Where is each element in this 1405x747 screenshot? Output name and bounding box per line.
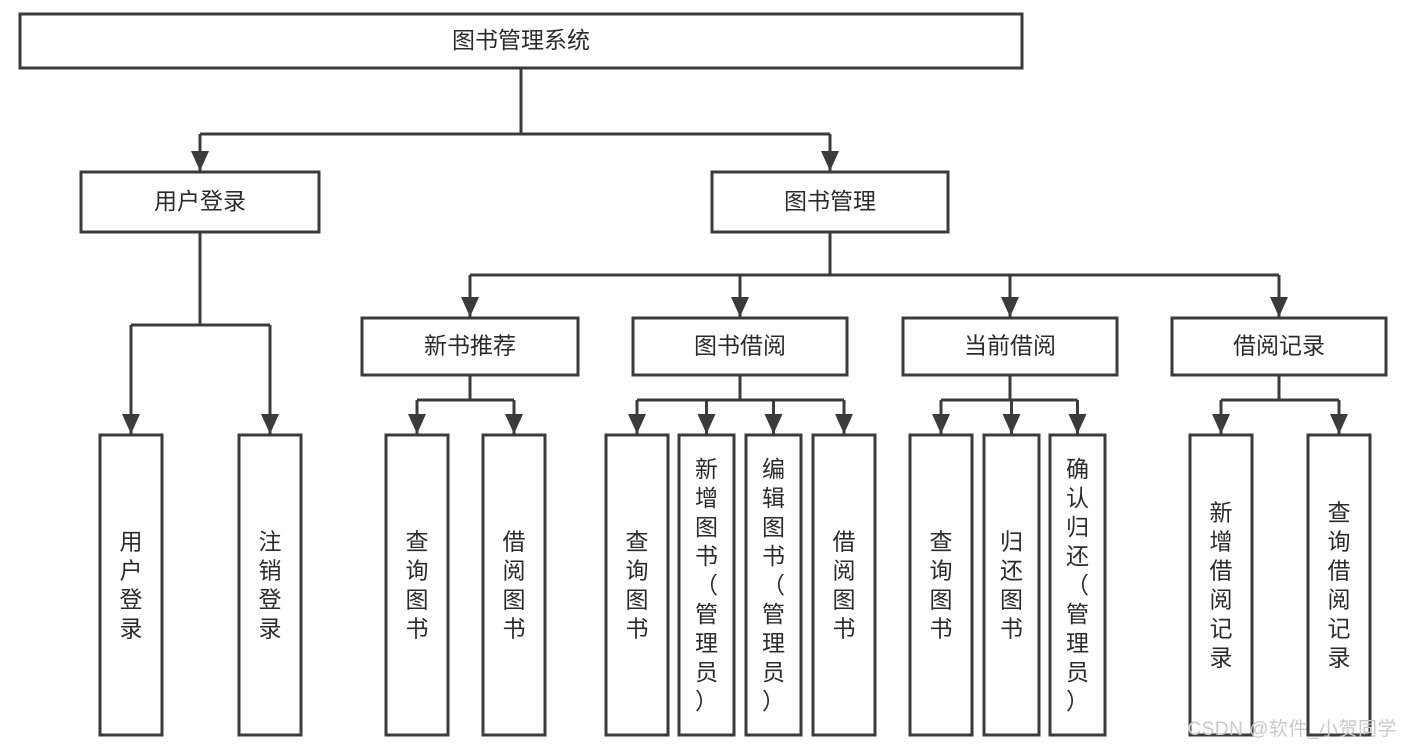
- node-borrow-record-label: 借阅记录: [1233, 333, 1325, 359]
- node-current-borrow-label: 当前借阅: [964, 333, 1056, 359]
- arrow-head-icon: [505, 414, 523, 434]
- node-leaf-borrow-book-1-label: 借阅图书: [503, 529, 526, 642]
- arrow-head-icon: [731, 297, 749, 317]
- arrow-head-icon: [1270, 297, 1288, 317]
- arrow-head-icon: [1002, 414, 1021, 434]
- node-book-manage-label: 图书管理: [784, 188, 876, 214]
- arrow-head-icon: [932, 414, 950, 434]
- arrow-head-icon: [1001, 297, 1019, 317]
- node-leaf-add-record[interactable]: 新增借阅记录: [1188, 433, 1254, 737]
- node-current-borrow[interactable]: 当前借阅: [901, 316, 1119, 377]
- connector-lines: [122, 68, 1348, 434]
- node-leaf-return-book-label: 归还图书: [1000, 529, 1023, 642]
- node-leaf-query-book-2-rect[interactable]: [604, 433, 670, 737]
- node-book-borrow-label: 图书借阅: [694, 333, 786, 359]
- node-new-book-rec-label: 新书推荐: [424, 333, 516, 359]
- node-leaf-query-record-label: 查询借阅记录: [1328, 500, 1351, 671]
- arrow-head-icon: [461, 297, 479, 317]
- node-book-manage[interactable]: 图书管理: [710, 170, 950, 234]
- arrow-head-icon: [191, 151, 209, 171]
- node-leaf-confirm-return-label: 确认归还（管理员）: [1066, 456, 1089, 714]
- node-book-borrow-rect[interactable]: [631, 316, 849, 377]
- node-root-book-management-system-rect[interactable]: [18, 12, 1024, 70]
- node-leaf-borrow-book-1-rect[interactable]: [481, 433, 547, 737]
- arrow-head-icon: [122, 414, 140, 434]
- arrow-head-icon: [1330, 414, 1348, 434]
- node-root-book-management-system[interactable]: 图书管理系统: [18, 12, 1024, 70]
- arrow-head-icon: [835, 414, 853, 434]
- arrow-head-icon: [261, 414, 279, 434]
- node-leaf-user-login[interactable]: 用户登录: [98, 433, 164, 737]
- node-leaf-borrow-book-1[interactable]: 借阅图书: [481, 433, 547, 737]
- node-book-manage-rect[interactable]: [710, 170, 950, 234]
- node-leaf-query-book-2[interactable]: 查询图书: [604, 433, 670, 737]
- node-new-book-rec[interactable]: 新书推荐: [360, 316, 580, 377]
- node-leaf-logout-rect[interactable]: [237, 433, 303, 737]
- node-leaf-borrow-book-2[interactable]: 借阅图书: [811, 433, 877, 737]
- node-leaf-logout[interactable]: 注销登录: [237, 433, 303, 737]
- node-user-login-rect[interactable]: [79, 170, 321, 234]
- node-root-book-management-system-label: 图书管理系统: [452, 27, 590, 53]
- node-leaf-query-book-1-rect[interactable]: [384, 433, 450, 737]
- arrow-head-icon: [1068, 414, 1087, 434]
- node-leaf-query-book-1-label: 查询图书: [406, 529, 429, 642]
- node-leaf-user-login-label: 用户登录: [120, 529, 143, 642]
- node-boxes: 图书管理系统用户登录图书管理新书推荐图书借阅当前借阅借阅记录用户登录注销登录查询…: [18, 12, 1388, 737]
- node-leaf-edit-book[interactable]: 编辑图书（管理员）: [744, 433, 803, 737]
- node-leaf-confirm-return[interactable]: 确认归还（管理员）: [1048, 433, 1107, 737]
- node-new-book-rec-rect[interactable]: [360, 316, 580, 377]
- node-leaf-return-book[interactable]: 归还图书: [982, 433, 1041, 737]
- node-leaf-query-book-3-rect[interactable]: [908, 433, 974, 737]
- node-leaf-query-book-2-label: 查询图书: [626, 529, 649, 642]
- node-leaf-borrow-book-2-rect[interactable]: [811, 433, 877, 737]
- node-leaf-query-book-3-label: 查询图书: [930, 529, 953, 642]
- node-leaf-edit-book-rect[interactable]: [744, 433, 803, 737]
- node-leaf-logout-label: 注销登录: [259, 529, 282, 642]
- node-leaf-add-record-rect[interactable]: [1188, 433, 1254, 737]
- node-leaf-query-book-1[interactable]: 查询图书: [384, 433, 450, 737]
- node-leaf-confirm-return-rect[interactable]: [1048, 433, 1107, 737]
- arrow-head-icon: [764, 414, 783, 434]
- node-leaf-query-book-3[interactable]: 查询图书: [908, 433, 974, 737]
- node-leaf-edit-book-label: 编辑图书（管理员）: [762, 456, 785, 714]
- node-user-login[interactable]: 用户登录: [79, 170, 321, 234]
- node-leaf-user-login-rect[interactable]: [98, 433, 164, 737]
- arrow-head-icon: [628, 414, 646, 434]
- node-leaf-add-record-label: 新增借阅记录: [1210, 500, 1233, 671]
- node-borrow-record-rect[interactable]: [1170, 316, 1388, 377]
- arrow-head-icon: [697, 414, 716, 434]
- node-book-borrow[interactable]: 图书借阅: [631, 316, 849, 377]
- node-leaf-add-book-rect[interactable]: [677, 433, 736, 737]
- node-leaf-query-record-rect[interactable]: [1306, 433, 1372, 737]
- node-current-borrow-rect[interactable]: [901, 316, 1119, 377]
- arrow-head-icon: [408, 414, 426, 434]
- node-leaf-query-record[interactable]: 查询借阅记录: [1306, 433, 1372, 737]
- node-leaf-add-book[interactable]: 新增图书（管理员）: [677, 433, 736, 737]
- node-leaf-return-book-rect[interactable]: [982, 433, 1041, 737]
- arrow-head-icon: [821, 151, 839, 171]
- node-user-login-label: 用户登录: [154, 188, 246, 214]
- arrow-head-icon: [1212, 414, 1230, 434]
- node-borrow-record[interactable]: 借阅记录: [1170, 316, 1388, 377]
- node-leaf-add-book-label: 新增图书（管理员）: [695, 456, 718, 714]
- node-leaf-borrow-book-2-label: 借阅图书: [833, 529, 856, 642]
